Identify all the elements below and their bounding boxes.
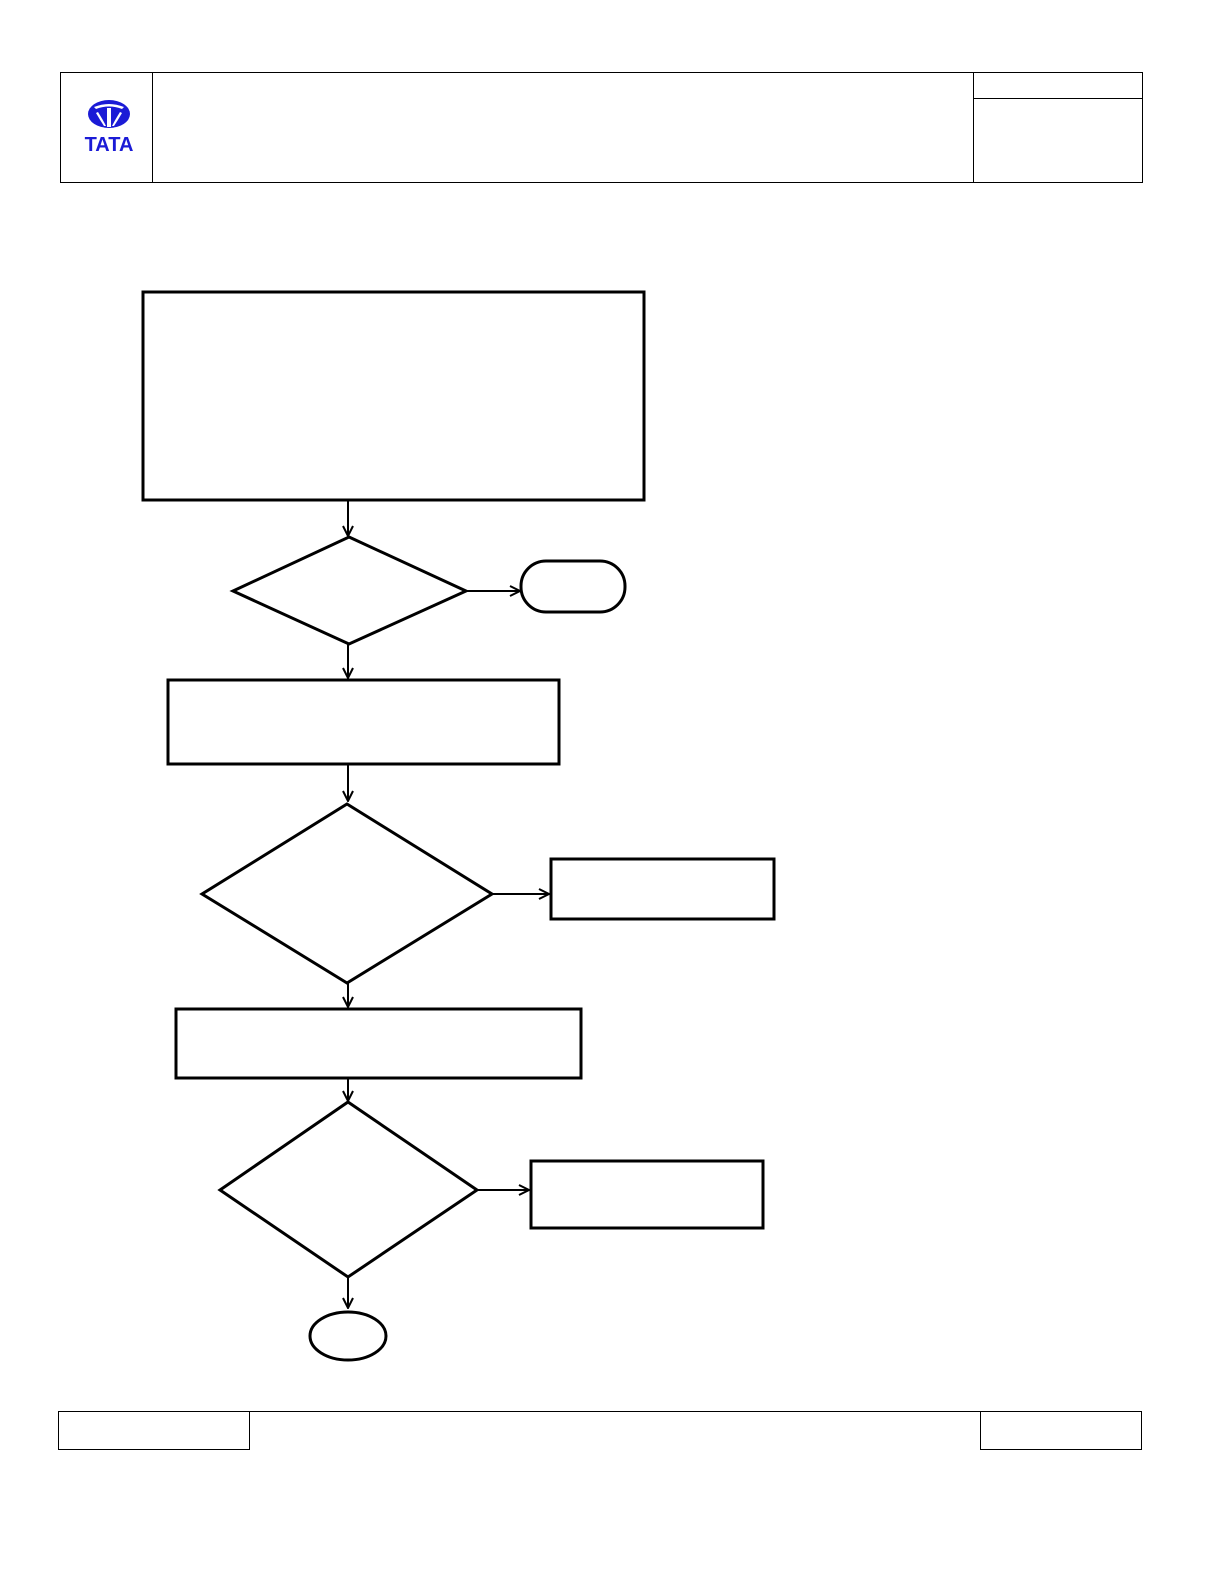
flow-side-step-3	[529, 1159, 765, 1230]
flow-step-1	[141, 290, 646, 502]
footer-right-cell	[980, 1411, 1142, 1450]
header-logo-cell	[60, 72, 153, 183]
header-doc-ref-cell	[973, 72, 1143, 183]
footer-center-rule	[249, 1411, 981, 1412]
tata-logo-icon	[78, 98, 140, 156]
header-divider	[973, 98, 1143, 99]
flow-end	[308, 1310, 388, 1362]
tata-wordmark: TATA	[84, 134, 134, 156]
flow-step-3	[174, 1007, 583, 1080]
flow-terminal-1	[519, 559, 627, 614]
flow-side-step-2	[549, 857, 776, 921]
flow-step-2	[166, 678, 561, 766]
flow-decision-1	[229, 535, 470, 646]
tata-emblem-icon	[88, 100, 130, 128]
header-title-cell	[152, 72, 974, 183]
flow-decision-3	[217, 1100, 480, 1279]
footer-left-cell	[58, 1411, 250, 1450]
flow-decision-2	[199, 802, 495, 985]
